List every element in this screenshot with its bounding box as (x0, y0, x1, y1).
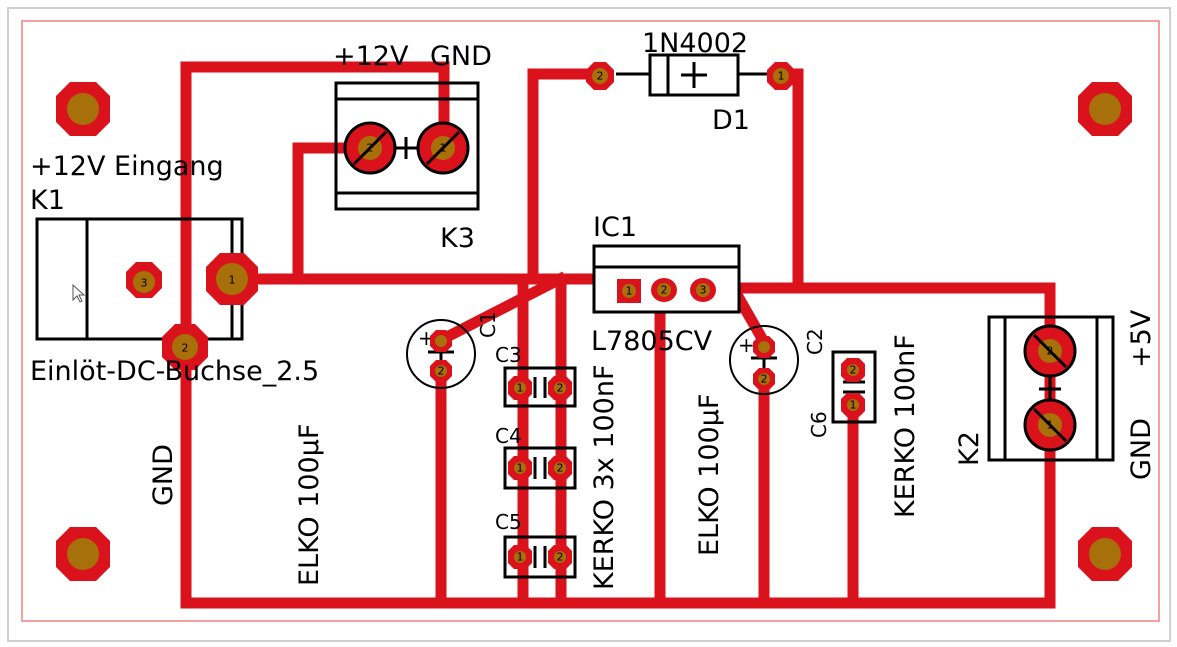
board-outline (21, 20, 1160, 622)
c6-ceramic-capacitor: 2 1 (831, 350, 877, 424)
ic1-pin-1-label: 1 (626, 285, 633, 298)
c6-pin-2-label: 2 (850, 364, 857, 377)
c3-name: C3 (495, 343, 522, 367)
c6-pin-1-label: 1 (850, 399, 857, 412)
k2-gnd-label: GND (1126, 418, 1157, 480)
k3-vplus-label: +12V (333, 41, 409, 72)
k2-terminal: 2 1 (987, 315, 1115, 462)
c2-pin-2-label: 2 (761, 373, 768, 386)
c5-pin-1-label: 1 (517, 551, 524, 564)
k2-vplus-label: +5V (1126, 309, 1157, 368)
c5-name: C5 (495, 510, 522, 534)
c5-pin-2-label: 2 (557, 551, 564, 564)
trace-diode-left (527, 68, 606, 285)
d1-pin-1-label: 1 (778, 70, 785, 83)
c1-electrolytic-capacitor: + 2 (406, 319, 476, 389)
c4-ceramic-capacitor: 1 2 (503, 446, 577, 490)
k3-pin-1-label: 1 (440, 142, 447, 155)
c3-ceramic-capacitor: 1 2 (503, 366, 577, 408)
trace-5v-c2 (732, 292, 772, 350)
k1-pin-1-label: 1 (229, 274, 236, 287)
c4-pin-1-label: 1 (517, 462, 524, 475)
canvas-frame (7, 7, 1171, 642)
c2-name: C2 (803, 328, 827, 355)
c2-electrolytic-capacitor: + 2 (729, 325, 799, 395)
c1-pin-2-label: 2 (438, 365, 445, 378)
d1-value: 1N4002 (642, 28, 748, 59)
c3-pin-2-label: 2 (557, 382, 564, 395)
c2-plus-icon: + (738, 333, 755, 357)
c5-ceramic-capacitor: 1 2 (503, 535, 577, 579)
elko-mid-value: ELKO 100µF (694, 394, 725, 556)
kerko-3x-value: KERKO 3x 100nF (589, 364, 620, 590)
k2-name: K2 (954, 431, 985, 466)
kerko-right-value: KERKO 100nF (890, 334, 921, 518)
trace-12v-c1 (433, 271, 568, 348)
k3-terminal: 2 1 (334, 81, 480, 211)
elko-left-value: ELKO 100µF (294, 424, 325, 586)
k1-dc-jack: 1 3 2 (35, 217, 258, 370)
d1-name: D1 (712, 105, 750, 136)
c1-name: C1 (476, 311, 500, 338)
d1-diode: 2 1 (586, 53, 795, 97)
silkscreen-labels: +12V Eingang K1 Einlöt-DC-Buchse_2.5 +12… (30, 28, 1157, 590)
gnd-left-label: GND (148, 444, 179, 506)
ic1-name: IC1 (593, 212, 637, 243)
k2-pin-2-label: 2 (1047, 345, 1054, 358)
k3-pin-2-label: 2 (367, 142, 374, 155)
k1-pin-3-label: 3 (141, 277, 148, 290)
c3-pin-1-label: 1 (517, 382, 524, 395)
c4-name: C4 (495, 424, 522, 448)
ic1-value: L7805CV (591, 326, 713, 357)
k1-value: Einlöt-DC-Buchse_2.5 (30, 356, 319, 387)
c6-name: C6 (807, 411, 831, 438)
k2-pin-1-label: 1 (1047, 419, 1054, 432)
k1-name: K1 (30, 185, 65, 216)
c4-pin-2-label: 2 (557, 462, 564, 475)
k3-gnd-label: GND (430, 41, 492, 72)
ic1-regulator: 1 2 3 (592, 244, 741, 314)
k3-name: K3 (440, 223, 475, 254)
d1-pin-2-label: 2 (597, 70, 604, 83)
mounting-holes (56, 82, 1132, 581)
mouse-cursor-icon (72, 283, 86, 303)
k1-pin-2-label: 2 (182, 342, 189, 355)
ic1-pin-2-label: 2 (661, 284, 668, 297)
k1-description: +12V Eingang (30, 151, 224, 182)
ic1-pin-3-label: 3 (700, 284, 707, 297)
